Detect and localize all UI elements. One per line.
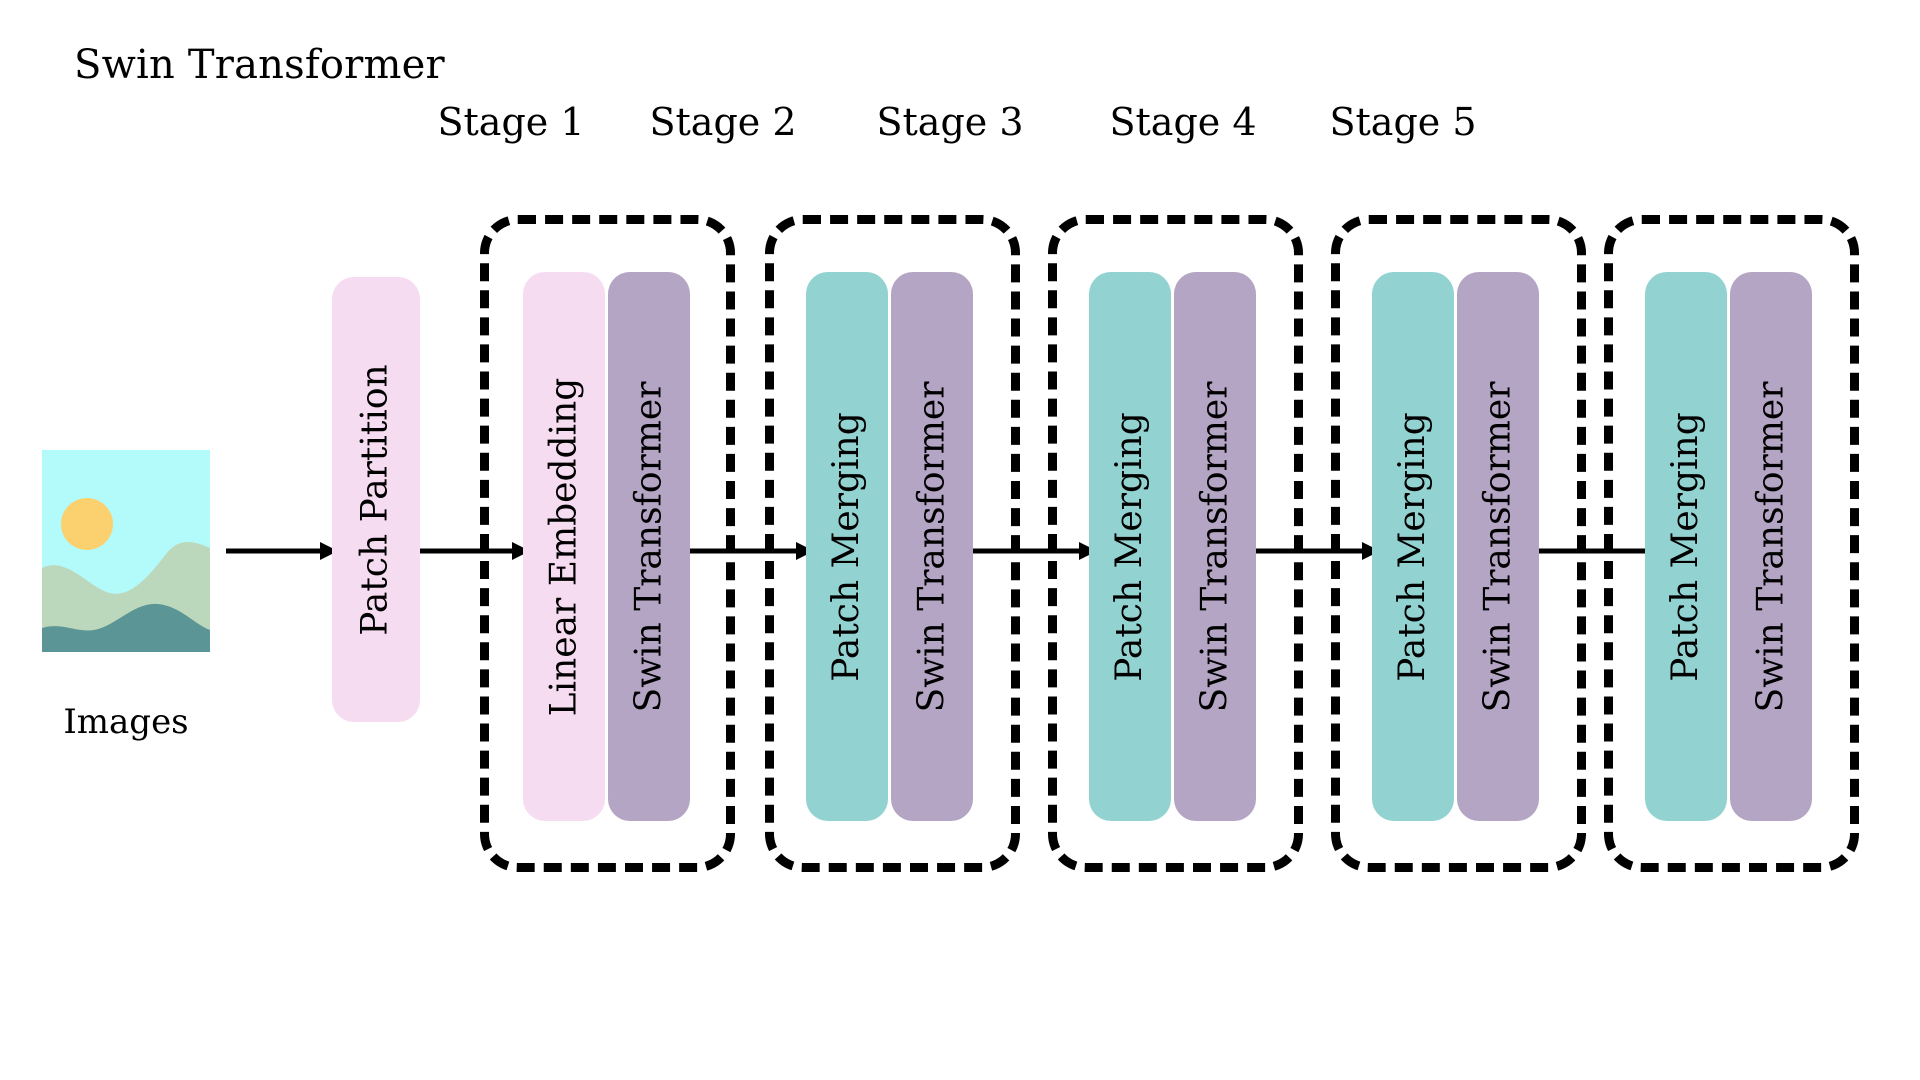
arrow-stage-3-to-stage-4 <box>1256 538 1380 564</box>
block-patch-merging-2[interactable]: Patch Merging <box>806 272 888 821</box>
input-image-thumbnail <box>42 450 210 652</box>
stage-box-2[interactable] <box>765 215 1020 872</box>
arrow-patch-partition-to-stage-1 <box>420 538 530 564</box>
block-patch-merging-5[interactable]: Patch Merging <box>1645 272 1727 821</box>
block-label-patch-merging-2: Patch Merging <box>826 411 867 682</box>
block-label-patch-partition: Patch Partition <box>355 363 396 636</box>
block-label-swin-transformer-2: Swin Transformer <box>911 381 953 712</box>
block-label-patch-merging-5: Patch Merging <box>1665 411 1706 682</box>
page-title: Swin Transformer <box>74 42 445 88</box>
arrow-stage-1-to-stage-2 <box>690 538 814 564</box>
block-swin-transformer-3[interactable]: Swin Transformer <box>1174 272 1256 821</box>
arrow-stage-2-to-stage-3 <box>973 538 1097 564</box>
stage-box-3[interactable] <box>1048 215 1303 872</box>
block-swin-transformer-2[interactable]: Swin Transformer <box>891 272 973 821</box>
block-label-swin-transformer-1: Swin Transformer <box>628 381 670 712</box>
block-linear-embedding[interactable]: Linear Embedding <box>523 272 605 821</box>
stage-caption-5: Stage 5 <box>1329 100 1477 144</box>
block-label-patch-merging-4: Patch Merging <box>1392 411 1433 682</box>
input-image-caption: Images <box>63 702 189 742</box>
arrow-images-to-patch-partition <box>226 538 338 564</box>
block-label-swin-transformer-5: Swin Transformer <box>1750 381 1792 712</box>
stage-caption-4: Stage 4 <box>1109 100 1257 144</box>
block-patch-merging-3[interactable]: Patch Merging <box>1089 272 1171 821</box>
block-swin-transformer-1[interactable]: Swin Transformer <box>608 272 690 821</box>
stage-box-4[interactable] <box>1331 215 1586 872</box>
block-label-swin-transformer-4: Swin Transformer <box>1477 381 1519 712</box>
block-label-linear-embedding: Linear Embedding <box>543 377 584 716</box>
block-patch-partition[interactable]: Patch Partition <box>332 277 420 722</box>
block-swin-transformer-4[interactable]: Swin Transformer <box>1457 272 1539 821</box>
block-label-swin-transformer-3: Swin Transformer <box>1194 381 1236 712</box>
stage-box-5[interactable] <box>1604 215 1859 872</box>
block-label-patch-merging-3: Patch Merging <box>1109 411 1150 682</box>
block-patch-merging-4[interactable]: Patch Merging <box>1372 272 1454 821</box>
stage-caption-1: Stage 1 <box>437 100 585 144</box>
stage-caption-3: Stage 3 <box>876 100 1024 144</box>
stage-caption-2: Stage 2 <box>649 100 797 144</box>
stage-box-1[interactable] <box>480 215 735 872</box>
block-swin-transformer-5[interactable]: Swin Transformer <box>1730 272 1812 821</box>
